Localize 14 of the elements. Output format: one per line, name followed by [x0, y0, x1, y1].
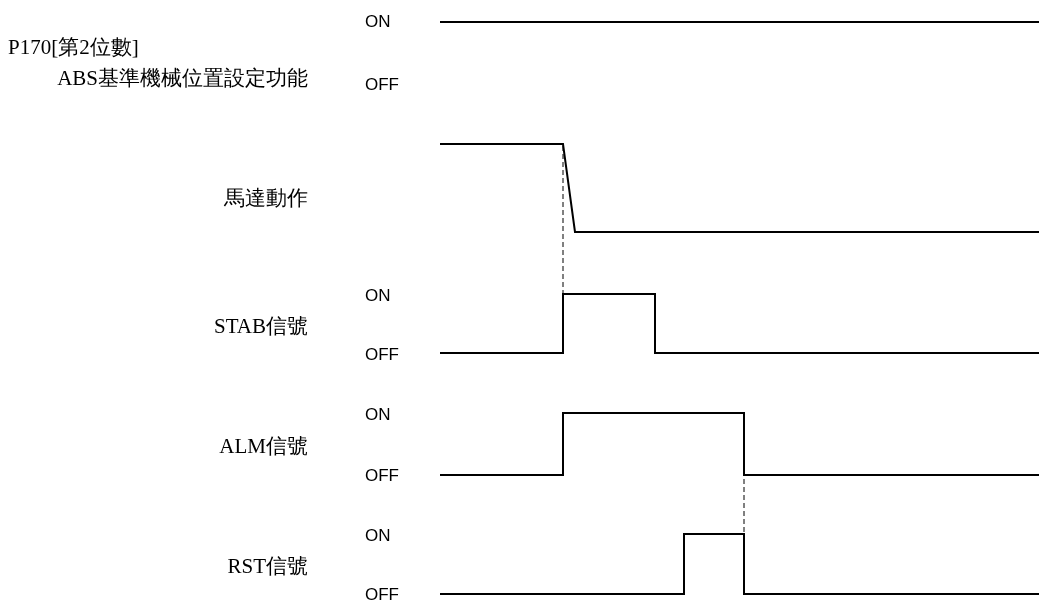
signal-label: STAB信號 [214, 314, 308, 338]
signal-label: P170[第2位數] [8, 35, 139, 59]
signal-label: ALM信號 [219, 434, 308, 458]
state-label: OFF [365, 585, 399, 603]
state-label: ON [365, 405, 391, 425]
state-label: OFF [365, 466, 399, 486]
signal-label: RST信號 [227, 554, 308, 578]
state-label: OFF [365, 345, 399, 365]
signal-label: ABS基準機械位置設定功能 [57, 66, 308, 90]
state-label: OFF [365, 75, 399, 95]
state-label: ON [365, 12, 391, 32]
state-label: ON [365, 526, 391, 546]
state-label: ON [365, 286, 391, 306]
signal-label: 馬達動作 [224, 186, 308, 210]
